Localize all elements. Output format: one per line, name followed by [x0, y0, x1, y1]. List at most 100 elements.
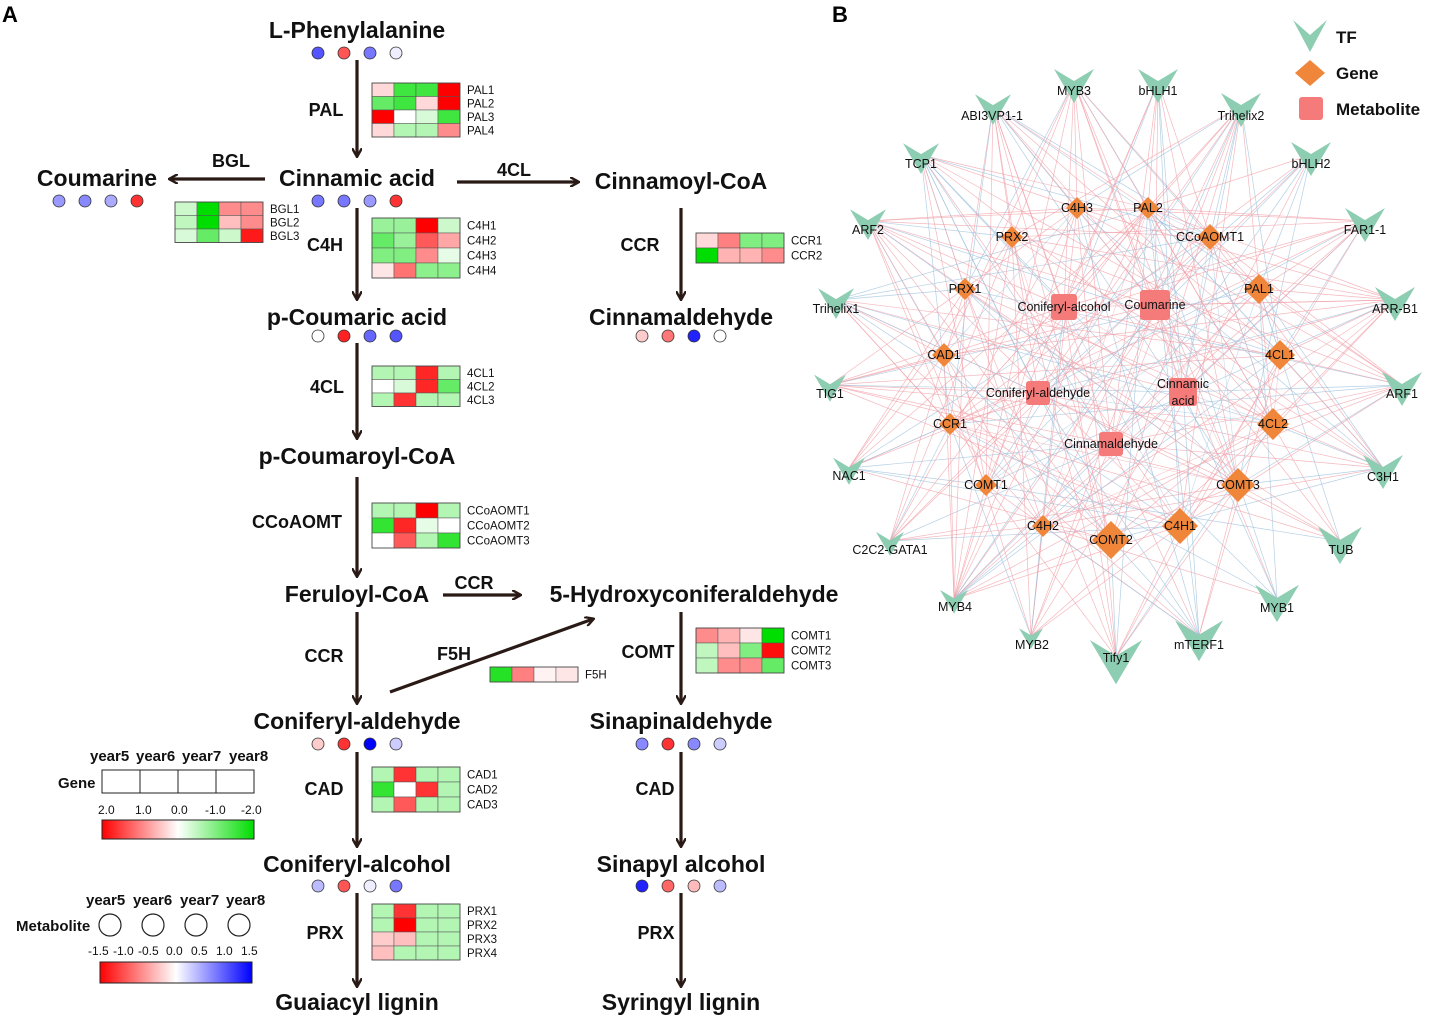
- tf-node-label: bHLH2: [1292, 157, 1331, 171]
- metabolite-dot-coa-year8: [389, 737, 403, 751]
- network-edge: [949, 423, 1200, 637]
- heatmap-cell-ccoaomt1-year6: [393, 502, 417, 519]
- tf-node-bhlh1[interactable]: [1138, 69, 1178, 103]
- network-edge: [1030, 391, 1184, 637]
- tf-node-myb1[interactable]: [1255, 584, 1299, 623]
- heatmap-cell-c4h2-year5: [371, 232, 395, 249]
- network-edge: [848, 236, 1211, 469]
- heatmap-cell-pal2-year5: [371, 96, 395, 111]
- heatmap-cell-prx3-year7: [415, 931, 439, 947]
- tf-node-far1-1[interactable]: [1345, 208, 1385, 242]
- tf-node-myb2[interactable]: [1019, 628, 1043, 649]
- enzyme-ccr-left: CCR: [305, 646, 344, 666]
- gene-node-ccoaomt1[interactable]: [1197, 224, 1223, 250]
- heatmap-cell-ccr2-year8: [761, 247, 785, 264]
- tf-node-tub[interactable]: [1318, 526, 1362, 565]
- heatmap-cell-c4h4-year7: [415, 262, 439, 279]
- tf-node-arf1[interactable]: [1382, 372, 1422, 406]
- heatmap-cell-ccoaomt3-year5: [371, 532, 395, 549]
- tf-node-arr-b1[interactable]: [1375, 287, 1415, 321]
- metabolite-node-coniferyl-aldehyde[interactable]: [1026, 381, 1050, 405]
- network-edge: [920, 154, 1039, 394]
- metabolite-node-cinnamaldehyde[interactable]: [1099, 432, 1123, 456]
- tf-node-tig1[interactable]: [814, 374, 846, 402]
- network-edge: [1030, 306, 1065, 637]
- network-edge: [848, 207, 1149, 469]
- gene-node-4cl1[interactable]: [1265, 340, 1295, 370]
- network-edge: [889, 525, 1181, 542]
- network-edge: [1182, 391, 1278, 600]
- metabolite-legend: year5 year6 year7 year8 Metabolite -1.5 …: [16, 892, 265, 984]
- compound-cinnamoyl-coa: Cinnamoyl-CoA: [595, 168, 768, 194]
- gene-scale-tick: 2.0: [98, 803, 115, 817]
- heatmap-cell-prx1-year6: [393, 903, 417, 919]
- gene-node-prx1[interactable]: [954, 278, 976, 300]
- network-edge: [1209, 236, 1403, 386]
- gene-node-pal1[interactable]: [1244, 274, 1274, 304]
- tf-node-myb3[interactable]: [1054, 69, 1094, 103]
- network-edge: [889, 207, 1149, 542]
- gene-label-bgl2: BGL2: [270, 217, 299, 229]
- gene-node-comt1[interactable]: [975, 474, 997, 496]
- heatmap-cell-bgl1-year8: [240, 201, 264, 216]
- pathway-arrows: [170, 60, 681, 986]
- network-edge: [985, 484, 1117, 658]
- tf-node-tify1[interactable]: [1090, 640, 1142, 685]
- network-edge: [889, 207, 1078, 542]
- gene-node-cad1[interactable]: [932, 343, 956, 367]
- tf-node-label: C3H1: [1367, 470, 1399, 484]
- metabolite-node-coniferyl-alcohol[interactable]: [1051, 294, 1077, 320]
- metabolite-dot-cin-year6: [337, 194, 351, 208]
- network-edge: [1063, 306, 1117, 658]
- metabolite-dot-coal-year8: [389, 879, 403, 893]
- tf-node-trihelix1[interactable]: [818, 288, 854, 319]
- metabolite-node-cinnamic-acid[interactable]: [1169, 378, 1197, 406]
- gene-node-prx2[interactable]: [1001, 226, 1023, 248]
- enzyme-comt: COMT: [622, 642, 675, 662]
- gene-node-4cl2[interactable]: [1257, 408, 1289, 440]
- gene-legend-label: Gene: [58, 775, 96, 792]
- gene-legend-year8: year8: [229, 748, 268, 765]
- tf-node-trihelix2[interactable]: [1221, 93, 1261, 127]
- heatmap-frame-ccoaomt: [371, 502, 461, 549]
- tf-node-label: ABI3VP1-1: [961, 109, 1023, 123]
- network-edge: [889, 525, 1044, 542]
- tf-node-tcp1[interactable]: [903, 143, 939, 174]
- heatmap-cell-ccr2-year6: [717, 247, 741, 264]
- metabolite-node-coumarine[interactable]: [1140, 290, 1170, 320]
- network-edge: [1258, 288, 1384, 469]
- tf-node-myb4[interactable]: [940, 589, 968, 614]
- network-edge: [1154, 304, 1278, 600]
- panel-label-a: A: [2, 2, 18, 27]
- metabolite-dot-coa-year7: [363, 737, 377, 751]
- heatmap-cell-c4h3-year5: [371, 247, 395, 264]
- gene-node-pal2[interactable]: [1137, 197, 1159, 219]
- tf-node-c2c2-gata1[interactable]: [876, 531, 904, 556]
- heatmap-cell-pal4-year8: [437, 123, 461, 138]
- gene-label-c4h1: C4H1: [467, 221, 496, 233]
- tf-node-c3h1[interactable]: [1363, 455, 1403, 489]
- tf-node-bhlh2[interactable]: [1291, 142, 1331, 176]
- gene-node-ccr1[interactable]: [939, 413, 961, 435]
- gene-node-label: CAD1: [927, 348, 960, 362]
- network-edge: [953, 354, 1281, 600]
- heatmap-cell-pal4-year7: [415, 123, 439, 138]
- heatmap-cell-pal1-year8: [437, 82, 461, 97]
- heatmap-cell-bgl1-year7: [218, 201, 242, 216]
- gene-node-comt3[interactable]: [1221, 468, 1255, 502]
- gene-node-comt2[interactable]: [1092, 521, 1130, 559]
- tf-node-nac1[interactable]: [833, 457, 865, 485]
- tf-node-abi3vp1-1[interactable]: [975, 94, 1011, 125]
- heatmap-cell-bgl3-year7: [218, 228, 242, 243]
- heatmap-cell-comt3-year6: [717, 657, 741, 674]
- tf-node-mterf1[interactable]: [1175, 620, 1223, 662]
- network-edge: [1209, 236, 1384, 469]
- network-edge: [1073, 81, 1156, 306]
- gene-label-4cl3: 4CL3: [467, 395, 495, 407]
- network-edge: [949, 423, 1032, 637]
- met-scale-tick: -1.5: [88, 944, 109, 958]
- tf-node-arf2[interactable]: [850, 209, 886, 240]
- gene-node-c4h2[interactable]: [1032, 515, 1054, 537]
- gene-node-c4h3[interactable]: [1066, 197, 1088, 219]
- gene-node-c4h1[interactable]: [1162, 508, 1198, 544]
